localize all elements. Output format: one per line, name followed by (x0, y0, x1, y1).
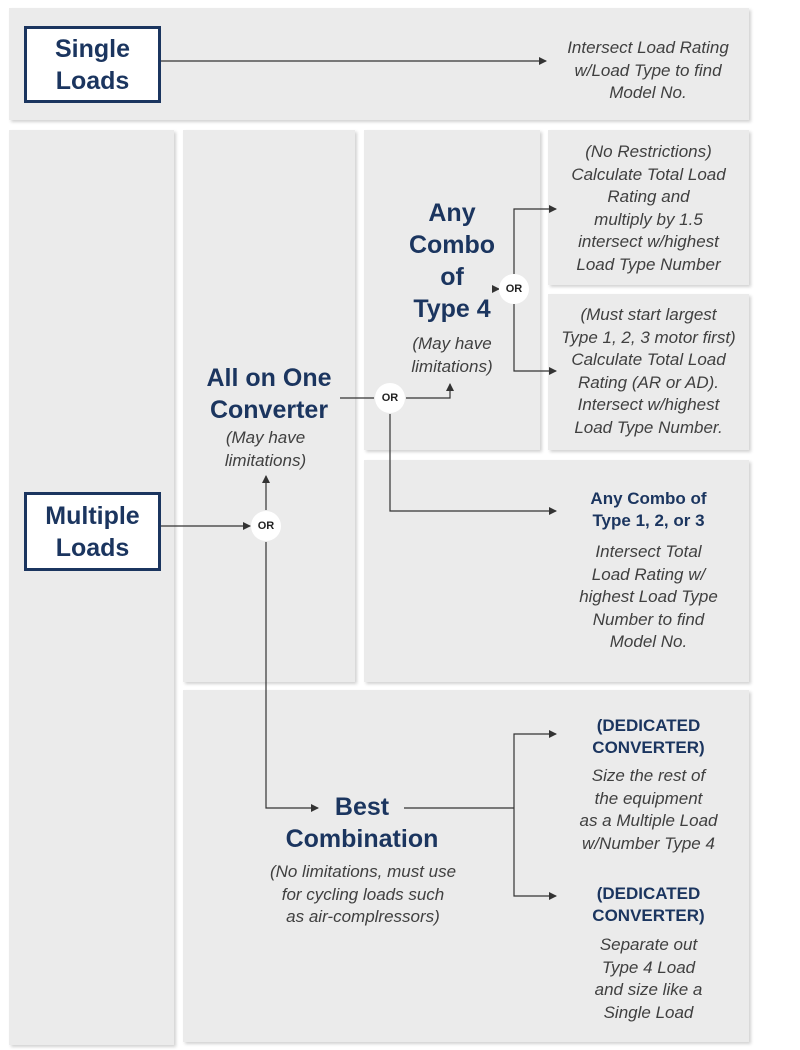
single-loads-text: Intersect Load Rating w/Load Type to fin… (567, 38, 729, 102)
multiple-loads-box: Multiple Loads (24, 492, 161, 571)
no-restrictions-text: (No Restrictions) Calculate Total Load R… (571, 142, 726, 274)
type123-panel (364, 460, 749, 682)
single-loads-line: Single (54, 34, 130, 63)
multiple-loads-panel (9, 130, 174, 1045)
or-to-best-arrow (265, 542, 319, 812)
or-to-no-restrictions-arrow (513, 205, 557, 274)
all-on-one-panel (183, 130, 355, 682)
multiple-loads-line: Loads (55, 533, 130, 562)
type123-text: Intersect Total Load Rating w/ highest L… (579, 542, 718, 651)
type4-note: (May have limitations) (411, 334, 493, 376)
all-on-one-note: (May have limitations) (224, 428, 307, 470)
best-combination-title: Best Combination (285, 793, 439, 853)
or-to-type4-arrow (406, 383, 454, 399)
dedicated-2-title: (DEDICATED CONVERTER) (592, 884, 705, 925)
best-combination-panel (183, 690, 749, 1042)
or-node-multiple: OR (251, 511, 281, 541)
type4-title: Any Combo of Type 4 (408, 199, 496, 323)
or-to-type123-arrow (389, 414, 557, 515)
multiple-loads-line: Multiple (45, 501, 140, 530)
single-loads-line: Loads (55, 66, 130, 95)
must-start-panel (548, 294, 749, 450)
best-combination-note: (No limitations, must use for cycling lo… (269, 862, 457, 926)
type123-title: Any Combo of Type 1, 2, or 3 (590, 489, 707, 530)
must-start-text: (Must start largest Type 1, 2, 3 motor f… (561, 305, 736, 437)
split-to-dedicated-1-arrow (513, 730, 557, 808)
all-on-one-title: All on One Converter (206, 364, 332, 424)
dedicated-1-text: Size the rest of the equipment as a Mult… (579, 766, 718, 853)
no-restrictions-panel (548, 130, 749, 285)
split-to-dedicated-2-arrow (513, 808, 557, 900)
or-to-must-start-arrow (513, 304, 557, 375)
dedicated-2-text: Separate out Type 4 Load and size like a… (594, 935, 703, 1022)
or-node-type4: OR (499, 274, 529, 304)
dedicated-1-title: (DEDICATED CONVERTER) (592, 716, 705, 757)
single-loads-box: Single Loads (24, 26, 161, 103)
or-node-all-on-one: OR (375, 383, 405, 413)
